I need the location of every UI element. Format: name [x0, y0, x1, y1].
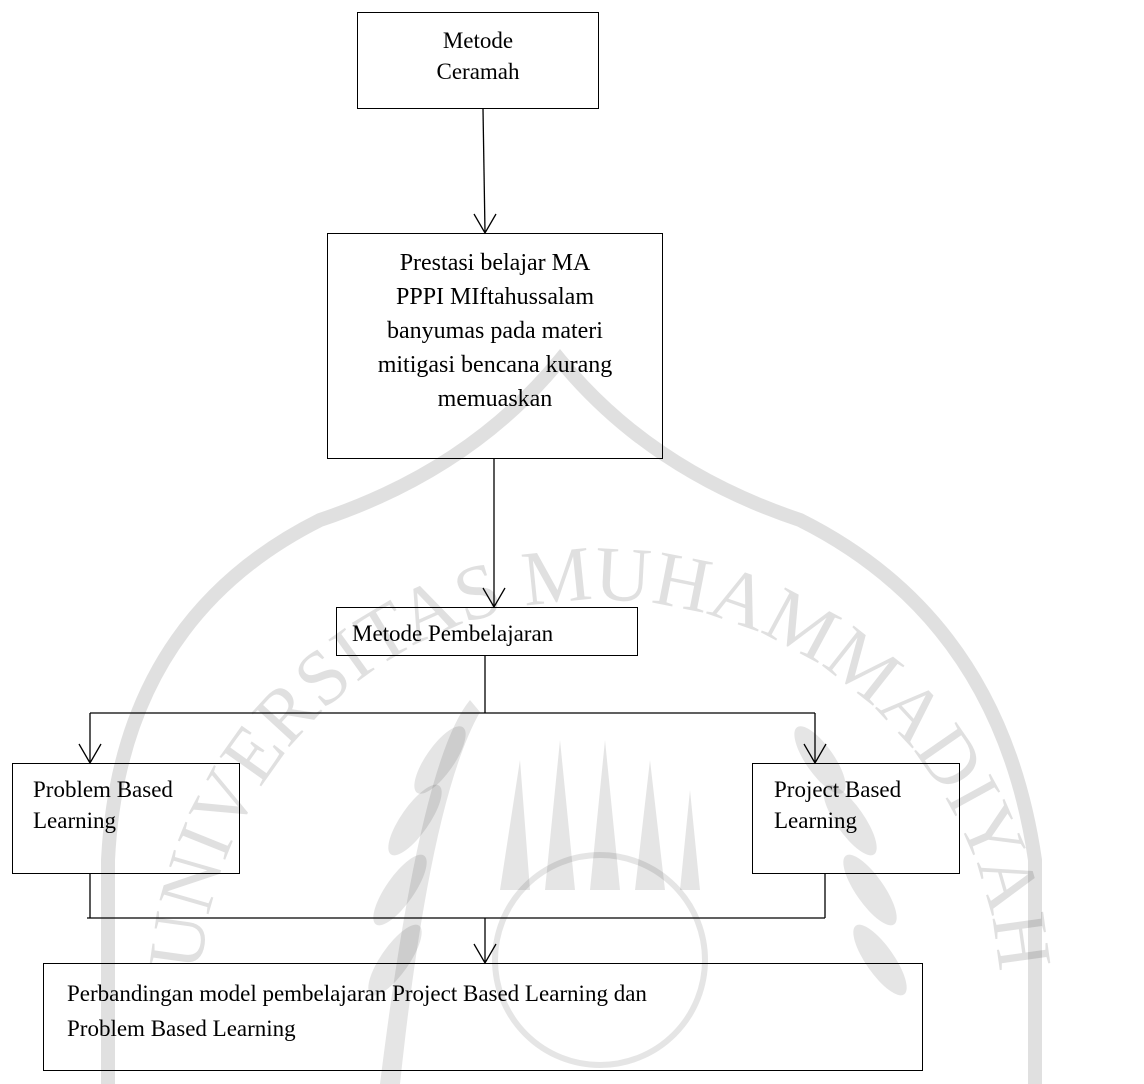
comparison-line-1: Perbandingan model pembelajaran Project …	[67, 981, 647, 1006]
project-based-line-1: Project Based	[774, 777, 902, 802]
project-based-learning-box: Project Based Learning	[752, 763, 960, 874]
achievement-line-4: mitigasi bencana kurang	[377, 352, 613, 378]
achievement-line-3: banyumas pada materi	[387, 318, 603, 344]
comparison-line-2: Problem Based Learning	[67, 1016, 296, 1041]
achievement-line-2: PPPI MIftahussalam	[396, 284, 594, 310]
logo-leaf-branch	[380, 700, 480, 1084]
comparison-box: Perbandingan model pembelajaran Project …	[43, 963, 923, 1071]
logo-sun-rays	[500, 740, 700, 890]
problem-based-line-2: Learning	[33, 808, 117, 833]
connector-lecture-to-achievement	[482, 108, 486, 233]
problem-based-line-1: Problem Based	[33, 777, 173, 802]
achievement-line-5: memuaskan	[437, 386, 553, 412]
problem-based-learning-box: Problem Based Learning	[12, 763, 240, 874]
lecture-method-line-1: Metode	[442, 28, 514, 53]
logo-outer-frame	[101, 348, 1042, 1084]
logo-emblem-circle	[492, 852, 708, 1068]
logo-leaf	[414, 726, 466, 794]
lecture-method-line-2: Ceramah	[436, 59, 520, 84]
project-based-line-2: Learning	[774, 808, 858, 833]
achievement-line-1: Prestasi belajar MA	[399, 250, 591, 276]
lecture-method-box: Metode Ceramah	[357, 12, 599, 109]
learning-method-label: Metode Pembelajaran	[352, 621, 554, 646]
learning-method-box: Metode Pembelajaran	[336, 607, 638, 656]
learning-achievement-box: Prestasi belajar MA PPPI MIftahussalam b…	[327, 233, 663, 459]
